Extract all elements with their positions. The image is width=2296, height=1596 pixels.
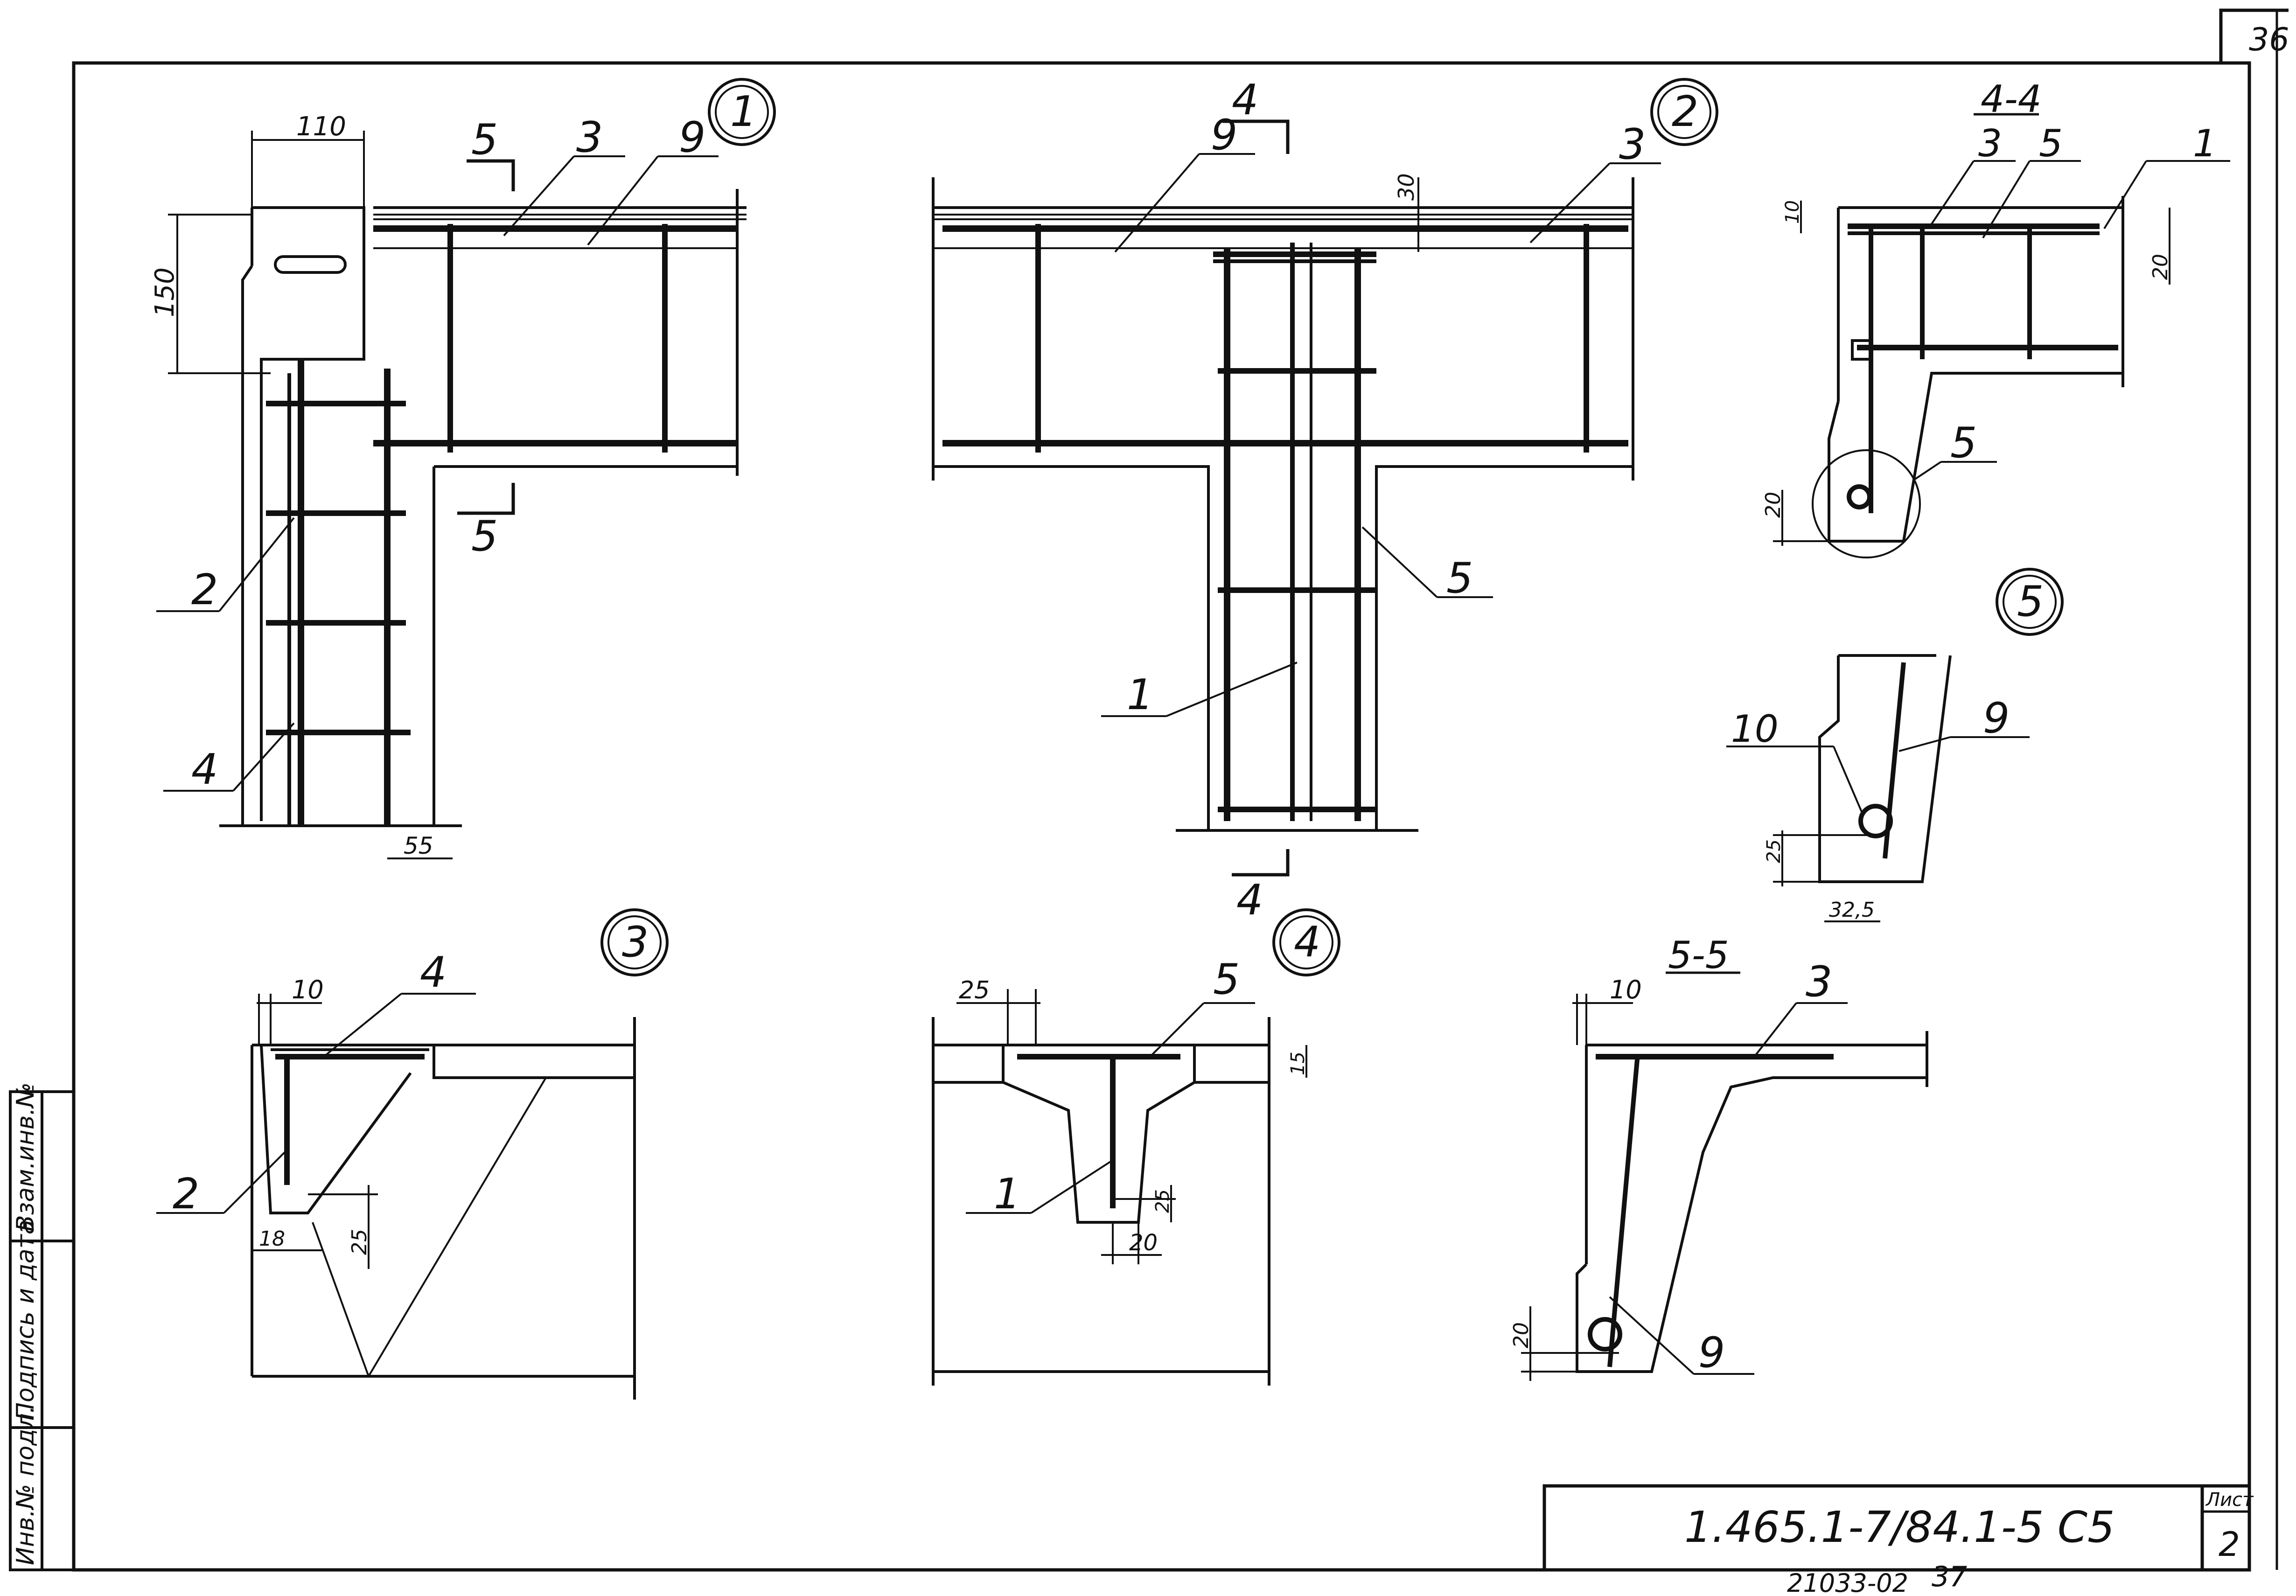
side-stamp-cell-2: Подпись и дата: [12, 1220, 40, 1421]
side-stamp-cell-1: Инв.№ подл.: [12, 1406, 40, 1565]
node-5-dim-25: 25: [1763, 839, 1785, 863]
section-5-5-title: 5-5: [1668, 934, 1729, 977]
node-4-dim-20: 20: [1129, 1230, 1158, 1256]
section-4-4-dim-10: 10: [1782, 200, 1803, 224]
node-4-dim-15: 15: [1287, 1052, 1309, 1075]
node-2-pos-5: 5: [1446, 554, 1473, 603]
node-1-number: 1: [730, 87, 757, 136]
node-3-drawing: [156, 993, 636, 1400]
node-4-number: 4: [1294, 918, 1320, 967]
node-1-pos-4: 4: [191, 745, 218, 794]
bottom-number: 37: [1932, 1561, 1967, 1593]
section-5-5-pos-3: 3: [1806, 957, 1832, 1006]
node-2-dim-30: 30: [1394, 173, 1419, 201]
node-2-marker-inner: [1657, 85, 1711, 139]
node-4-marker-inner: [1279, 915, 1333, 969]
section-4-4-pos-1: 1: [2193, 122, 2217, 165]
section-4-4-pos-5b: 5: [1950, 418, 1977, 467]
node-3-number: 3: [622, 918, 649, 967]
node-1-dim-110: 110: [296, 112, 346, 142]
side-stamp: [9, 1090, 75, 1571]
node-5-number: 5: [2017, 577, 2044, 626]
node-1-cut-5-top: 5: [471, 115, 498, 164]
node-4-dim-25b: 25: [1152, 1189, 1173, 1213]
node-1-marker-inner: [715, 85, 769, 139]
node-2-cut-4-bottom: 4: [1236, 876, 1263, 925]
section-4-4-pos-3: 3: [1978, 122, 2002, 165]
side-stamp-cell-3: Взам.инв.№: [12, 1082, 40, 1232]
title-block-code: 1.465.1-7/84.1-5 С5: [1684, 1502, 2115, 1552]
section-5-5-dim-20: 20: [1509, 1322, 1533, 1348]
node-1-pos-2: 2: [191, 565, 218, 614]
section-4-4-drawing: [1773, 113, 2230, 558]
node-1-cut-5-bottom: 5: [471, 512, 498, 561]
node-3-dim-10: 10: [292, 975, 324, 1004]
section-4-4-title: 4-4: [1981, 77, 2042, 121]
node-4-pos-1: 1: [994, 1170, 1020, 1219]
node-5-marker: [1996, 568, 2064, 636]
node-5-pos-10: 10: [1731, 707, 1779, 751]
section-5-5-drawing: [1521, 971, 1928, 1381]
node-1-pos-3: 3: [576, 113, 603, 162]
title-block-list-number: 2: [2219, 1525, 2240, 1564]
node-3-pos-2: 2: [173, 1170, 199, 1219]
bottom-code: 21033-02: [1787, 1568, 1908, 1596]
node-1-pos-9: 9: [679, 113, 705, 162]
node-5-drawing: [1726, 654, 2030, 922]
title-block-list-label: Лист: [2205, 1489, 2254, 1511]
node-3-dim-18: 18: [259, 1227, 285, 1251]
node-5-marker-inner: [2003, 575, 2057, 629]
node-1-dim-55: 55: [404, 832, 433, 859]
node-2-number: 2: [1672, 87, 1698, 136]
node-1-marker: [708, 78, 776, 146]
node-2-pos-1: 1: [1127, 670, 1153, 719]
node-2-cut-4-top: 4: [1232, 76, 1258, 125]
section-5-5-pos-9: 9: [1698, 1328, 1725, 1377]
section-4-4-pos-5a: 5: [2039, 122, 2063, 165]
node-3-pos-4: 4: [420, 948, 447, 997]
section-5-5-dim-10: 10: [1610, 975, 1642, 1004]
node-2-pos-9: 9: [1211, 111, 1237, 160]
node-2-pos-3: 3: [1619, 120, 1646, 169]
title-block: [1542, 1484, 2251, 1572]
node-1-dim-150: 150: [150, 267, 180, 317]
node-4-pos-5: 5: [1213, 955, 1240, 1004]
node-4-drawing: [932, 989, 1307, 1386]
sheet-frame: [72, 8, 2289, 1572]
node-5-pos-9: 9: [1983, 694, 2010, 743]
node-1-drawing: [156, 131, 747, 859]
node-5-dim-325: 32,5: [1829, 898, 1875, 922]
node-2-marker: [1650, 78, 1718, 146]
section-4-4-dim-20a: 20: [2149, 254, 2172, 280]
node-2-drawing: [932, 119, 1661, 877]
node-3-dim-25: 25: [348, 1229, 371, 1255]
node-3-marker-inner: [607, 915, 662, 969]
section-4-4-dim-20b: 20: [1761, 492, 1785, 518]
sheet-corner-number: 36: [2249, 21, 2289, 58]
node-3-marker: [600, 908, 669, 976]
node-4-dim-25a: 25: [959, 976, 990, 1004]
node-4-marker: [1272, 908, 1340, 976]
